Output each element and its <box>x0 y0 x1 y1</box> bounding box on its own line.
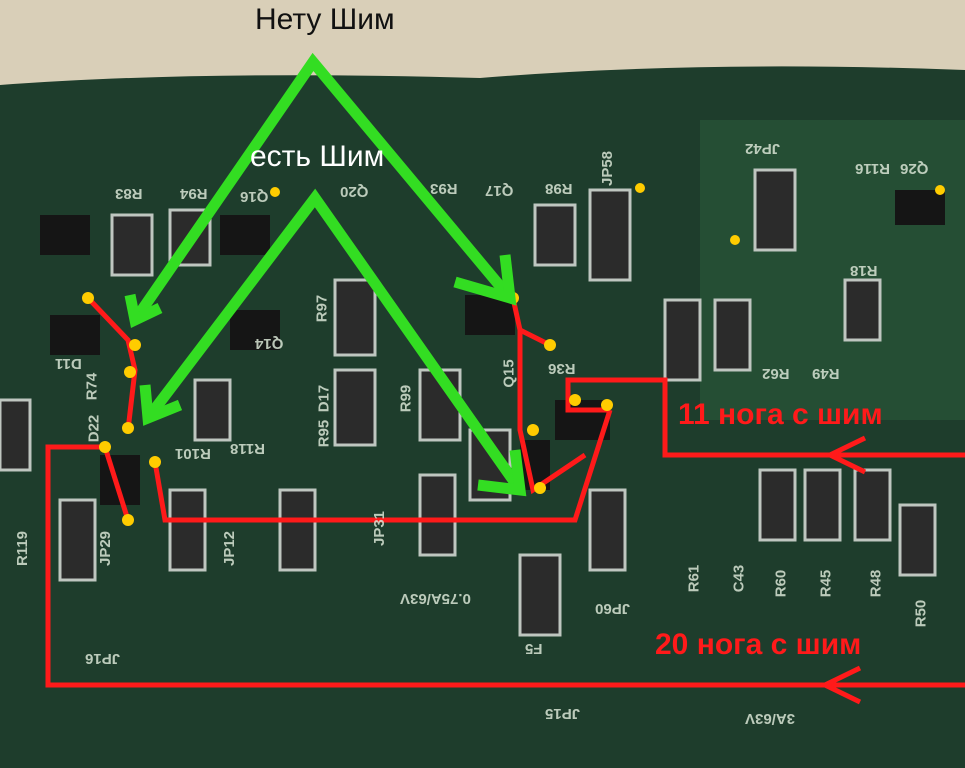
silk-label: R116 <box>855 160 891 177</box>
silk-label: Q17 <box>485 182 514 199</box>
silk-label: R36 <box>548 360 576 377</box>
silk-label: JP15 <box>545 705 581 722</box>
silk-label: JP31 <box>371 510 389 547</box>
silk-label: 3A/63V <box>745 710 796 727</box>
silk-label: Q26 <box>900 160 929 177</box>
green-arrows <box>124 52 527 497</box>
silk-label: R93 <box>430 180 458 197</box>
silk-label: R83 <box>115 185 143 202</box>
label-pin-20: 20 нога с шим <box>655 628 862 661</box>
silk-label: R99 <box>397 384 415 413</box>
silk-label: JP29 <box>97 530 115 567</box>
silk-label: R101 <box>175 445 211 462</box>
silk-label: Q20 <box>340 183 369 200</box>
silk-label: R98 <box>545 180 573 197</box>
silk-label: R61 <box>685 564 703 593</box>
silk-label: D22 <box>85 414 103 443</box>
silk-label: Q15 <box>500 359 518 388</box>
label-no-pwm: Нету Шим <box>255 3 395 36</box>
red-arrows <box>819 435 867 705</box>
silk-label: D17 <box>315 384 333 413</box>
silk-label: R119 <box>14 530 32 567</box>
silk-label: 0.75A/63V <box>400 590 471 607</box>
silk-label: JP12 <box>221 530 239 567</box>
silk-label: R95 <box>315 419 333 448</box>
silk-label: R45 <box>817 569 835 598</box>
label-has-pwm: есть Шим <box>250 140 385 173</box>
silk-label: D11 <box>55 355 82 372</box>
silk-label: R18 <box>850 262 878 279</box>
silk-label: JP60 <box>595 600 631 617</box>
red-traces <box>45 296 965 688</box>
silk-label: Q14 <box>255 335 284 352</box>
silk-label: Q16 <box>240 188 269 205</box>
silk-label: R49 <box>812 365 840 382</box>
silk-label: JP42 <box>745 140 781 157</box>
label-pin-11: 11 нога с шим <box>678 398 883 431</box>
fabric-background <box>0 0 965 85</box>
silk-label: R60 <box>772 569 790 598</box>
silk-label: R74 <box>83 372 101 401</box>
silk-label: F5 <box>525 640 543 657</box>
silk-label: C43 <box>730 564 748 593</box>
silk-label: R50 <box>912 599 930 628</box>
smd-components <box>0 168 937 637</box>
silk-label: R118 <box>230 440 266 457</box>
silk-label: R94 <box>180 185 208 202</box>
silk-label: R62 <box>762 365 790 382</box>
silk-label: JP58 <box>599 150 617 187</box>
silk-label: R48 <box>867 569 885 598</box>
test-points <box>82 183 945 526</box>
silk-label: R97 <box>313 294 331 323</box>
silk-label: JP16 <box>85 650 121 667</box>
